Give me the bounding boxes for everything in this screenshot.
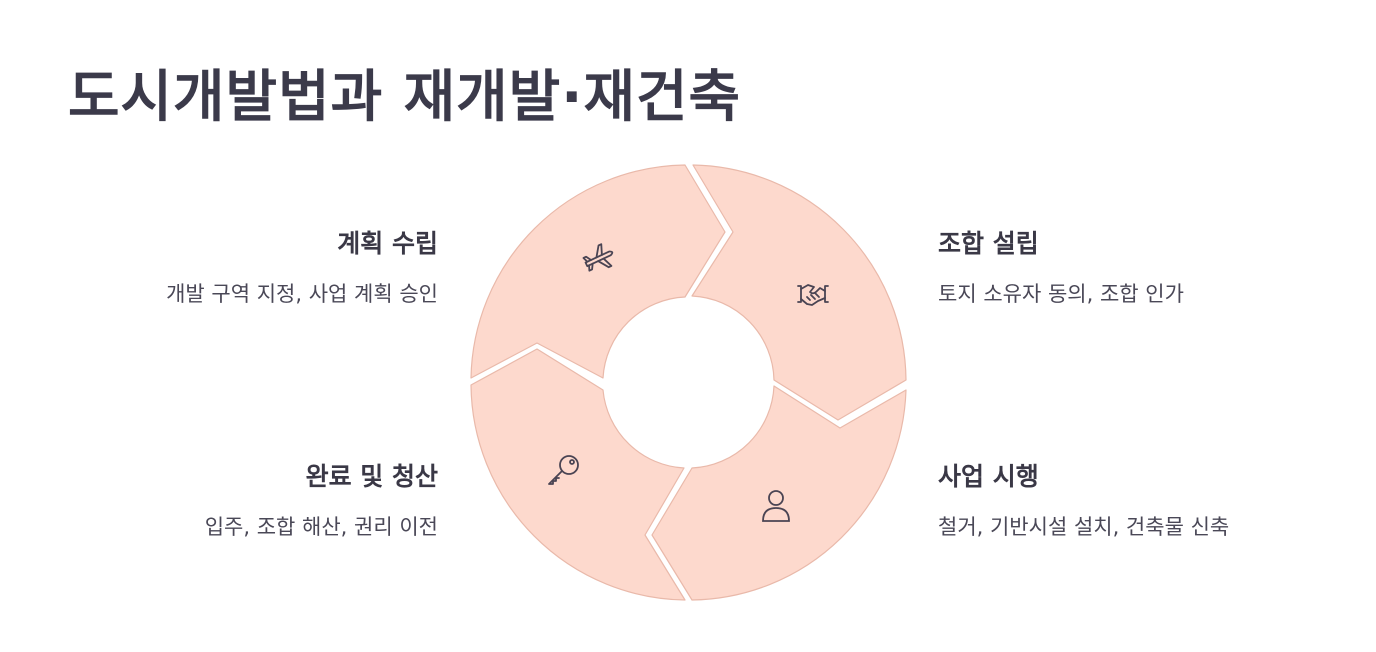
key-icon <box>548 455 579 485</box>
step-plan-description: 개발 구역 지정, 사업 계획 승인 <box>166 282 438 306</box>
step-union: 조합 설립 토지 소유자 동의, 조합 인가 <box>938 224 1338 308</box>
step-execution-description: 철거, 기반시설 설치, 건축물 신축 <box>938 515 1230 539</box>
step-union-description: 토지 소유자 동의, 조합 인가 <box>938 282 1184 306</box>
cycle-segment-execution <box>651 385 907 601</box>
step-execution-heading: 사업 시행 <box>938 462 1039 491</box>
step-execution: 사업 시행 철거, 기반시설 설치, 건축물 신축 <box>938 457 1338 541</box>
airplane-icon <box>582 243 614 272</box>
cycle-segment-completion <box>470 348 686 601</box>
person-icon <box>762 490 790 522</box>
handshake-icon <box>797 284 829 306</box>
step-plan: 계획 수립 개발 구역 지정, 사업 계획 승인 <box>38 224 438 308</box>
cycle-segment-union <box>691 164 907 421</box>
cycle-segment-plan <box>470 164 726 379</box>
step-completion-heading: 완료 및 청산 <box>305 462 438 491</box>
step-completion-description: 입주, 조합 해산, 권리 이전 <box>204 515 438 539</box>
step-plan-heading: 계획 수립 <box>337 229 438 258</box>
page-title: 도시개발법과 재개발·재건축 <box>68 65 742 130</box>
step-union-heading: 조합 설립 <box>938 229 1039 258</box>
step-completion: 완료 및 청산 입주, 조합 해산, 권리 이전 <box>38 457 438 541</box>
